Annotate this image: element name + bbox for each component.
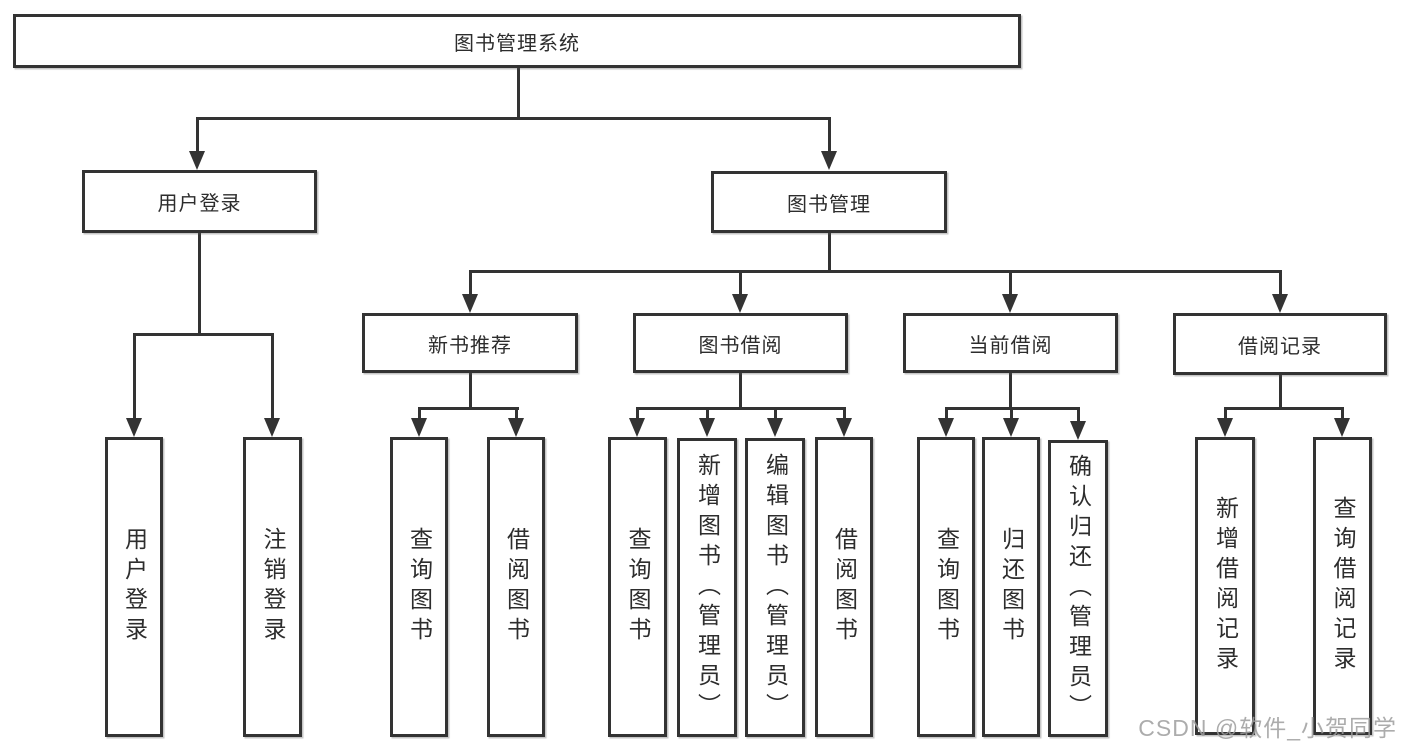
leaf-query-books-borrow: 查询图书 — [608, 437, 667, 737]
connector-line — [271, 333, 274, 421]
leaf-borrow-books-recommend: 借阅图书 — [487, 437, 545, 737]
node-label: 新书推荐 — [428, 334, 512, 357]
node-label: 图书管理系统 — [454, 32, 580, 55]
arrow-down-icon — [1334, 418, 1350, 437]
node-library-management-system: 图书管理系统 — [13, 14, 1021, 68]
node-label: 新增图书（管理员） — [694, 452, 721, 723]
node-label: 用户登录 — [121, 527, 148, 647]
leaf-edit-books-admin: 编辑图书（管理员） — [745, 438, 805, 737]
connector-line — [197, 117, 831, 120]
connector-line — [739, 270, 742, 297]
connector-line — [1077, 407, 1080, 424]
connector-line — [1224, 407, 1344, 410]
arrow-down-icon — [1003, 418, 1019, 437]
arrow-down-icon — [938, 418, 954, 437]
node-label: 查询图书 — [625, 527, 651, 647]
connector-line — [739, 373, 742, 410]
connector-line — [469, 270, 472, 297]
connector-line — [1009, 270, 1012, 297]
connector-line — [418, 407, 421, 421]
connector-line — [1279, 270, 1282, 297]
connector-line — [517, 67, 520, 119]
connector-line — [133, 333, 274, 336]
arrow-down-icon — [821, 151, 837, 170]
connector-line — [945, 407, 948, 421]
connector-line — [828, 117, 831, 154]
leaf-user-login: 用户登录 — [105, 437, 163, 737]
csdn-watermark: CSDN @软件_小贺同学 — [1138, 715, 1397, 741]
arrow-down-icon — [411, 418, 427, 437]
connector-line — [418, 407, 519, 410]
arrow-down-icon — [732, 294, 748, 313]
leaf-return-books: 归还图书 — [982, 437, 1040, 737]
arrow-down-icon — [1217, 418, 1233, 437]
connector-line — [469, 373, 472, 410]
node-book-management: 图书管理 — [711, 171, 947, 233]
node-label: 借阅图书 — [503, 527, 530, 647]
connector-line — [1279, 375, 1282, 410]
leaf-add-books-admin: 新增图书（管理员） — [677, 438, 737, 737]
node-label: 编辑图书（管理员） — [762, 452, 789, 723]
connector-line — [1224, 407, 1227, 421]
node-label: 图书管理 — [787, 193, 871, 216]
connector-line — [196, 117, 199, 154]
connector-line — [515, 407, 518, 421]
arrow-down-icon — [1272, 294, 1288, 313]
node-label: 查询借阅记录 — [1330, 496, 1356, 676]
arrow-down-icon — [1002, 294, 1018, 313]
node-user-login: 用户登录 — [82, 170, 317, 233]
leaf-query-borrow-record: 查询借阅记录 — [1313, 437, 1372, 735]
connector-line — [1009, 373, 1012, 410]
leaf-logout: 注销登录 — [243, 437, 302, 737]
arrow-down-icon — [699, 418, 715, 437]
node-book-borrowing: 图书借阅 — [633, 313, 848, 373]
leaf-query-books-current: 查询图书 — [917, 437, 975, 737]
node-label: 借阅图书 — [831, 527, 858, 647]
arrow-down-icon — [1070, 421, 1086, 440]
arrow-down-icon — [629, 418, 645, 437]
leaf-query-books-recommend: 查询图书 — [390, 437, 448, 737]
node-label: 图书借阅 — [698, 334, 783, 357]
node-current-borrowing: 当前借阅 — [903, 313, 1118, 373]
node-label: 确认归还（管理员） — [1065, 453, 1092, 724]
connector-line — [1341, 407, 1344, 421]
arrow-down-icon — [767, 418, 783, 437]
node-label: 查询图书 — [406, 527, 433, 647]
connector-line — [198, 233, 201, 335]
connector-line — [469, 270, 1282, 273]
arrow-down-icon — [462, 294, 478, 313]
arrow-down-icon — [126, 418, 142, 437]
arrow-down-icon — [508, 418, 524, 437]
connector-line — [828, 233, 831, 273]
leaf-add-borrow-record: 新增借阅记录 — [1195, 437, 1255, 735]
node-label: 归还图书 — [998, 527, 1025, 647]
connector-line — [706, 407, 709, 421]
node-label: 借阅记录 — [1238, 335, 1322, 358]
node-borrow-records: 借阅记录 — [1173, 313, 1387, 375]
node-label: 注销登录 — [260, 527, 286, 647]
leaf-borrow-books: 借阅图书 — [815, 437, 873, 737]
node-label: 用户登录 — [157, 193, 242, 215]
node-label: 当前借阅 — [968, 334, 1053, 357]
leaf-confirm-return-admin: 确认归还（管理员） — [1048, 440, 1108, 737]
arrow-down-icon — [264, 418, 280, 437]
connector-line — [1010, 407, 1013, 421]
node-label: 查询图书 — [933, 527, 960, 647]
arrow-down-icon — [189, 151, 205, 170]
arrow-down-icon — [836, 418, 852, 437]
connector-line — [133, 333, 136, 421]
node-label: 新增借阅记录 — [1212, 496, 1239, 676]
connector-line — [636, 407, 639, 421]
connector-line — [774, 407, 777, 421]
connector-line — [843, 407, 846, 421]
node-new-book-recommend: 新书推荐 — [362, 313, 578, 373]
connector-line — [636, 407, 845, 410]
